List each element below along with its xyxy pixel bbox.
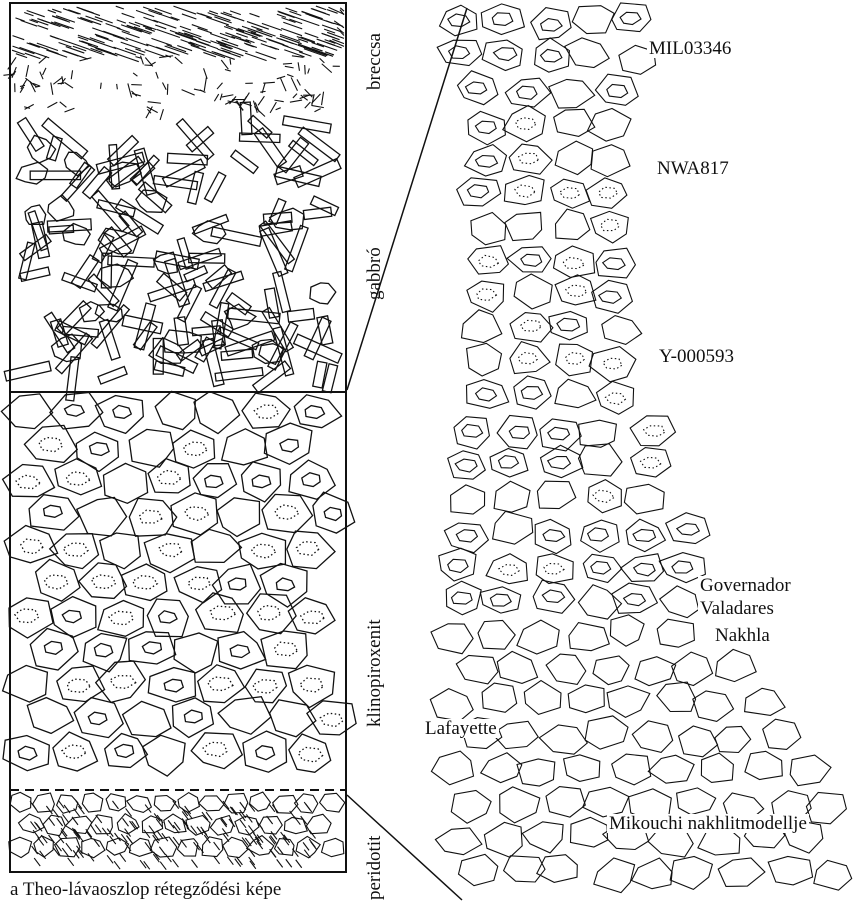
layer-label-breccsa: breccsa <box>365 33 384 90</box>
meteorite-label-mil03346: MIL03346 <box>647 39 733 58</box>
gabbro-texture <box>4 102 342 401</box>
meteorite-label-y000593: Y-000593 <box>657 347 736 366</box>
nakhlite-column-texture <box>430 3 851 893</box>
clinopyroxenite-texture <box>1 391 356 776</box>
right-caption: Mikouchi nakhlitmodellje <box>607 814 809 833</box>
peridotite-texture <box>9 792 345 870</box>
layer-label-klinopiroxenit: klinopiroxenit <box>365 619 384 727</box>
meteorite-label-governador: Governador <box>698 576 793 595</box>
meteorite-label-nakhla: Nakhla <box>713 626 772 645</box>
breccia-texture <box>3 6 344 120</box>
meteorite-label-nwa817: NWA817 <box>655 159 731 178</box>
meteorite-label-lafayette: Lafayette <box>423 719 499 738</box>
meteorite-label-valadares: Valadares <box>698 599 776 618</box>
layer-label-gabbro: gabbró <box>365 247 384 300</box>
connector-lines <box>347 8 467 900</box>
layer-label-peridotit: peridotit <box>365 836 384 900</box>
left-caption: a Theo-lávaoszlop rétegződési képe <box>10 880 281 899</box>
